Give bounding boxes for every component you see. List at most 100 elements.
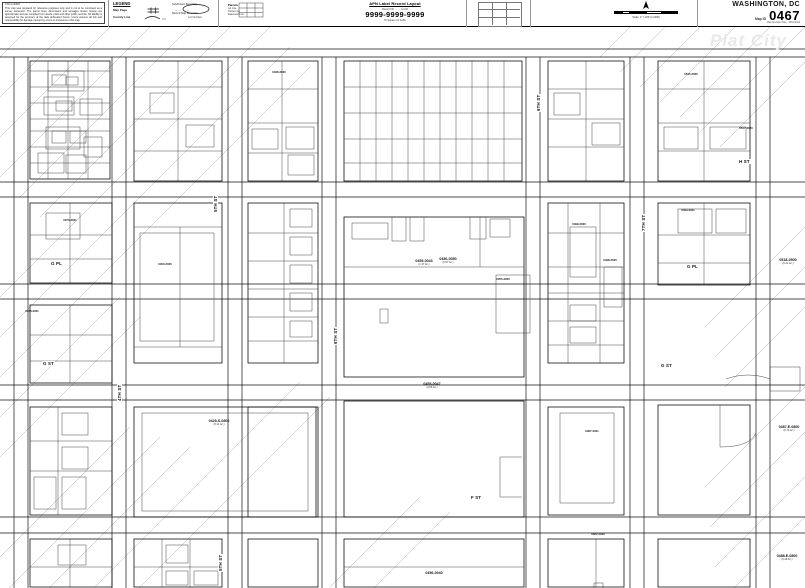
parcel-id: 0373-2021 <box>63 218 77 222</box>
block-key-box <box>478 2 522 27</box>
block-key-grid-icon <box>238 2 264 18</box>
parcel-acreage: (0.28 Ac.) <box>781 558 793 562</box>
map-header-band: DISCLAIMER This map was prepared for ref… <box>0 0 805 27</box>
parcel-id: 0518-0900 <box>779 258 797 262</box>
parcel-id: 0455-2020 <box>496 277 510 281</box>
apn-label-record-layout: APN Label Record Layout Record ID Lot ID… <box>332 1 458 26</box>
block-row-1 <box>133 60 751 182</box>
parcel-label: 0378-2021 <box>25 309 39 313</box>
parcel-label: 0436-2020 <box>272 70 286 74</box>
block-row-4 <box>29 538 751 588</box>
parcel-id: 0456-0040 <box>425 571 443 575</box>
legend-item-lot-line: Lot Line <box>228 7 237 10</box>
diagonal-hatch-group <box>0 27 805 588</box>
block-key-small <box>238 2 264 18</box>
subdivision-boundary-icon <box>174 7 214 14</box>
parcel-label: 0400-2020 <box>158 262 172 266</box>
legend-label-county-line: County Line <box>113 15 131 19</box>
parcel-label: 0517-2020 <box>739 126 753 130</box>
parcel-id: 0456-0050 <box>439 257 457 261</box>
street-label: G ST <box>660 363 674 368</box>
disclaimer-text: This map was prepared for reference purp… <box>5 7 102 23</box>
parcel-id: 0455-0047 <box>423 382 441 386</box>
header-divider-5 <box>697 0 698 27</box>
parcel-label: 0515-2020 <box>684 72 698 76</box>
disclaimer-box: DISCLAIMER This map was prepared for ref… <box>2 2 105 24</box>
street-label: G ST <box>42 361 56 366</box>
parcel-acreage: (0.57 Ac.) <box>442 261 454 265</box>
street-label: F ST <box>470 495 483 500</box>
parcel-acreage: (0.73 Ac.) <box>783 429 795 433</box>
city-title: WASHINGTON, DC <box>732 1 800 8</box>
street-columns <box>13 57 771 588</box>
lot-number-caption: Lot Number <box>188 16 202 19</box>
parcel-id: 0429-S-0800 <box>208 419 230 423</box>
watermark: Plat City <box>709 31 787 50</box>
parcel-id: 0517-2020 <box>739 126 753 130</box>
parcel-label: 0462-2020 <box>591 532 605 536</box>
header-divider-4 <box>530 0 531 27</box>
parcel-label: 0518-0900(0.21 Ac.) <box>779 258 796 266</box>
scale-bar <box>614 11 678 15</box>
map-revision-footer: Map Revision Date - 10/01/2022 <box>767 22 800 24</box>
street-label: 4TH ST <box>117 383 122 402</box>
legend-subdivision-label: Subdivision Boundary <box>172 3 198 6</box>
street-label: 5TH ST <box>218 553 223 572</box>
parcel-id: 0400-2020 <box>158 262 172 266</box>
block-nw-detail <box>29 60 111 180</box>
legend-parcels-column: Parcels Lot Line Parcel Line Easement Li… <box>228 3 280 25</box>
street-label: G PL <box>686 264 700 269</box>
apn-sub-left: Record ID <box>382 7 394 11</box>
legend-row: County Line <box>112 14 217 21</box>
header-divider-1 <box>108 0 109 27</box>
parcel-id: 0487-2021 <box>585 429 599 433</box>
parcel-id: 0462-2020 <box>591 532 605 536</box>
apn-title: APN Label Record Layout <box>369 1 421 6</box>
county-line-icon <box>142 14 168 21</box>
grid-cross-icon <box>142 7 168 14</box>
legend-item-parcel-line: Parcel Line <box>228 10 240 13</box>
parcel-label: 0455-0043(1.37 Ac.) <box>415 259 432 267</box>
parcel-id: 0515-2020 <box>684 72 698 76</box>
legend-item-easement-line: Easement Line <box>228 13 244 16</box>
block-row-2 <box>29 202 751 378</box>
street-label: H ST <box>738 159 751 164</box>
parcel-map-canvas[interactable]: Plat City H ST G PL G PL G ST G ST F ST 4TH ST… <box>0 27 805 588</box>
apn-footer: To Square 12 Suffix <box>384 18 406 22</box>
parcel-id: 0487-E-0800 <box>778 425 800 429</box>
misc-detail <box>593 366 801 588</box>
north-arrow-icon <box>600 1 692 10</box>
north-arrow-scale-block: Scale: 1" = 200' (1:2400) <box>600 1 692 26</box>
parcel-label: 0429-S-0800(6.11 Ac.) <box>209 419 230 427</box>
parcel-label: 0456-0050(0.57 Ac.) <box>439 257 456 265</box>
street-label: 6TH ST <box>536 93 541 112</box>
parcel-label: 0487-2021 <box>585 429 599 433</box>
parcel-label: 0499-2020 <box>572 222 586 226</box>
parcel-id: 0499-2020 <box>572 222 586 226</box>
legend-title: LEGEND <box>113 1 131 6</box>
street-label: 5TH ST <box>213 194 218 213</box>
parcel-id: 0378-2021 <box>25 309 39 313</box>
legend-parcels-title: Parcels <box>228 3 238 7</box>
parcel-id: 0488-E-0800 <box>776 554 798 558</box>
header-divider-2 <box>218 0 219 27</box>
map-id-label: Map ID <box>754 17 767 21</box>
parcel-acreage: (6.11 Ac.) <box>213 423 225 427</box>
legend-box: LEGEND Map Page Co <box>112 1 217 26</box>
parcel-label: 0493-2021 <box>681 208 695 212</box>
oval-lot-number-icon <box>182 4 210 14</box>
parcel-id: 0493-2021 <box>681 208 695 212</box>
scale-caption: Scale: 1" = 200' (1:2400) <box>632 15 660 19</box>
apn-sample-number: 9999-9999-9999 <box>365 9 425 19</box>
legend-row: Map Page <box>112 7 217 14</box>
street-rows <box>0 48 805 534</box>
parcel-label: 0455-0047(4.06 Ac.) <box>423 382 440 390</box>
legend-label-map-page: Map Page <box>113 8 128 12</box>
parcel-label: 0373-2021 <box>63 218 77 222</box>
street-label: G PL <box>50 261 64 266</box>
apn-sub-right: Lot ID <box>400 7 408 11</box>
parcel-acreage: (1.37 Ac.) <box>418 263 430 267</box>
map-id-value: 0467 <box>769 8 800 23</box>
parcel-id: 0436-2020 <box>272 70 286 74</box>
